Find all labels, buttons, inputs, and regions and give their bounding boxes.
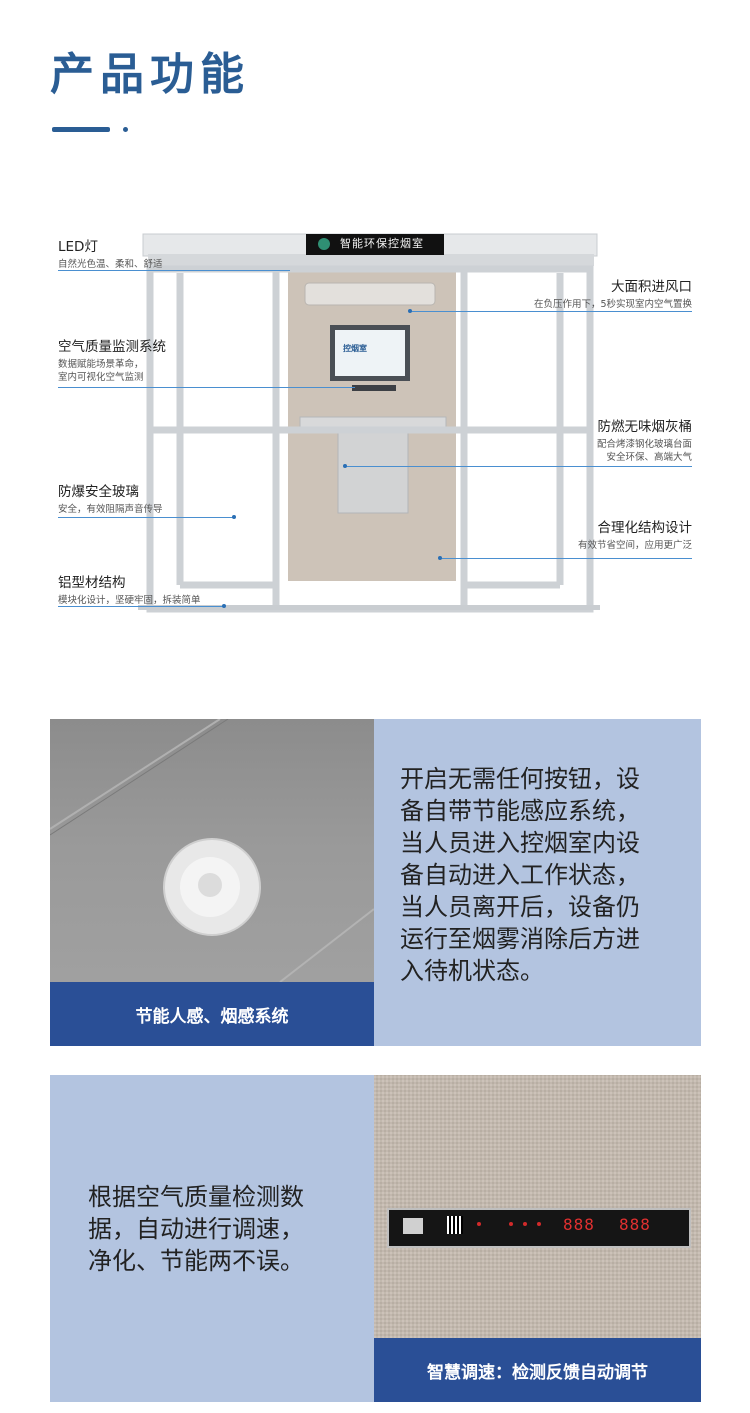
label-glass: 防爆安全玻璃 安全，有效阻隔声音传导 bbox=[58, 484, 163, 515]
feature-panel-speed: 根据空气质量检测数 据，自动进行调速， 净化、节能两不误。 888 888 智慧… bbox=[50, 1075, 701, 1402]
label-struct: 合理化结构设计 有效节省空间，应用更广泛 bbox=[577, 520, 692, 551]
canopy-lower bbox=[148, 254, 594, 266]
sensor-description: 开启无需任何按钮，设 备自带节能感应系统， 当人员进入控烟室内设 备自动进入工作… bbox=[400, 765, 640, 985]
ceiling-drawing bbox=[50, 719, 374, 983]
frame-lines bbox=[146, 265, 594, 613]
leader-bin bbox=[345, 466, 692, 467]
leader-led bbox=[58, 270, 290, 271]
speed-text-box: 根据空气质量检测数 据，自动进行调速， 净化、节能两不误。 bbox=[50, 1075, 374, 1402]
control-strip bbox=[352, 385, 396, 391]
feature-panel-sensor: 节能人感、烟感系统 开启无需任何按钮，设 备自带节能感应系统， 当人员进入控烟室… bbox=[50, 719, 701, 1046]
leader-struct-dot bbox=[438, 556, 442, 560]
panel-buttons bbox=[403, 1218, 423, 1234]
speed-description: 根据空气质量检测数 据，自动进行调速， 净化、节能两不误。 bbox=[88, 1183, 304, 1275]
vent bbox=[304, 282, 436, 306]
label-air: 空气质量监测系统 数据赋能场景革命， 室内可视化空气监测 bbox=[58, 339, 166, 383]
indicator-light bbox=[509, 1222, 513, 1226]
qr-code-icon bbox=[447, 1216, 463, 1234]
leader-struct bbox=[440, 558, 692, 559]
sensor-image: 节能人感、烟感系统 bbox=[50, 719, 374, 1046]
sensor-text-box: 开启无需任何按钮，设 备自带节能感应系统， 当人员进入控烟室内设 备自动进入工作… bbox=[374, 719, 701, 1046]
sign-text: 智能环保控烟室 bbox=[340, 237, 424, 250]
leader-vent bbox=[410, 311, 692, 312]
control-panel-image: 888 888 智慧调速：检测反馈自动调节 bbox=[374, 1075, 701, 1402]
indicator-light bbox=[477, 1222, 481, 1226]
booth-drawing bbox=[138, 233, 600, 613]
screen-text: 控烟室 bbox=[343, 344, 367, 353]
speed-caption: 智慧调速：检测反馈自动调节 bbox=[374, 1338, 701, 1402]
title-dot bbox=[123, 127, 128, 132]
leader-vent-dot bbox=[408, 309, 412, 313]
page-title: 产品功能 bbox=[50, 49, 250, 100]
ash-bin bbox=[337, 428, 409, 514]
sign-logo-icon bbox=[318, 238, 330, 250]
digital-display-2: 888 bbox=[619, 1215, 651, 1234]
leader-frame-dot bbox=[222, 604, 226, 608]
booth-illustration: 智能环保控烟室 控烟室 bbox=[0, 225, 750, 625]
floor bbox=[138, 605, 600, 610]
label-led: LED灯 自然光色温、柔和、舒适 bbox=[58, 239, 163, 270]
leader-air bbox=[58, 387, 355, 388]
label-bin: 防燃无味烟灰桶 配合烤漆钢化玻璃台面 安全环保、高端大气 bbox=[596, 419, 692, 463]
leader-glass bbox=[58, 517, 234, 518]
indicator-light bbox=[523, 1222, 527, 1226]
label-vent: 大面积进风口 在负压作用下，5秒实现室内空气置换 bbox=[533, 279, 692, 310]
sensor-caption: 节能人感、烟感系统 bbox=[50, 982, 374, 1046]
leader-frame bbox=[58, 606, 224, 607]
indicator-light bbox=[537, 1222, 541, 1226]
label-frame: 铝型材结构 模块化设计，坚硬牢固，拆装简单 bbox=[58, 575, 201, 606]
digital-display-1: 888 bbox=[563, 1215, 595, 1234]
title-underline bbox=[52, 127, 110, 132]
leader-glass-dot bbox=[232, 515, 236, 519]
sign-board bbox=[306, 234, 444, 255]
screen bbox=[335, 330, 405, 376]
control-panel: 888 888 bbox=[387, 1208, 691, 1248]
leader-bin-dot bbox=[343, 464, 347, 468]
